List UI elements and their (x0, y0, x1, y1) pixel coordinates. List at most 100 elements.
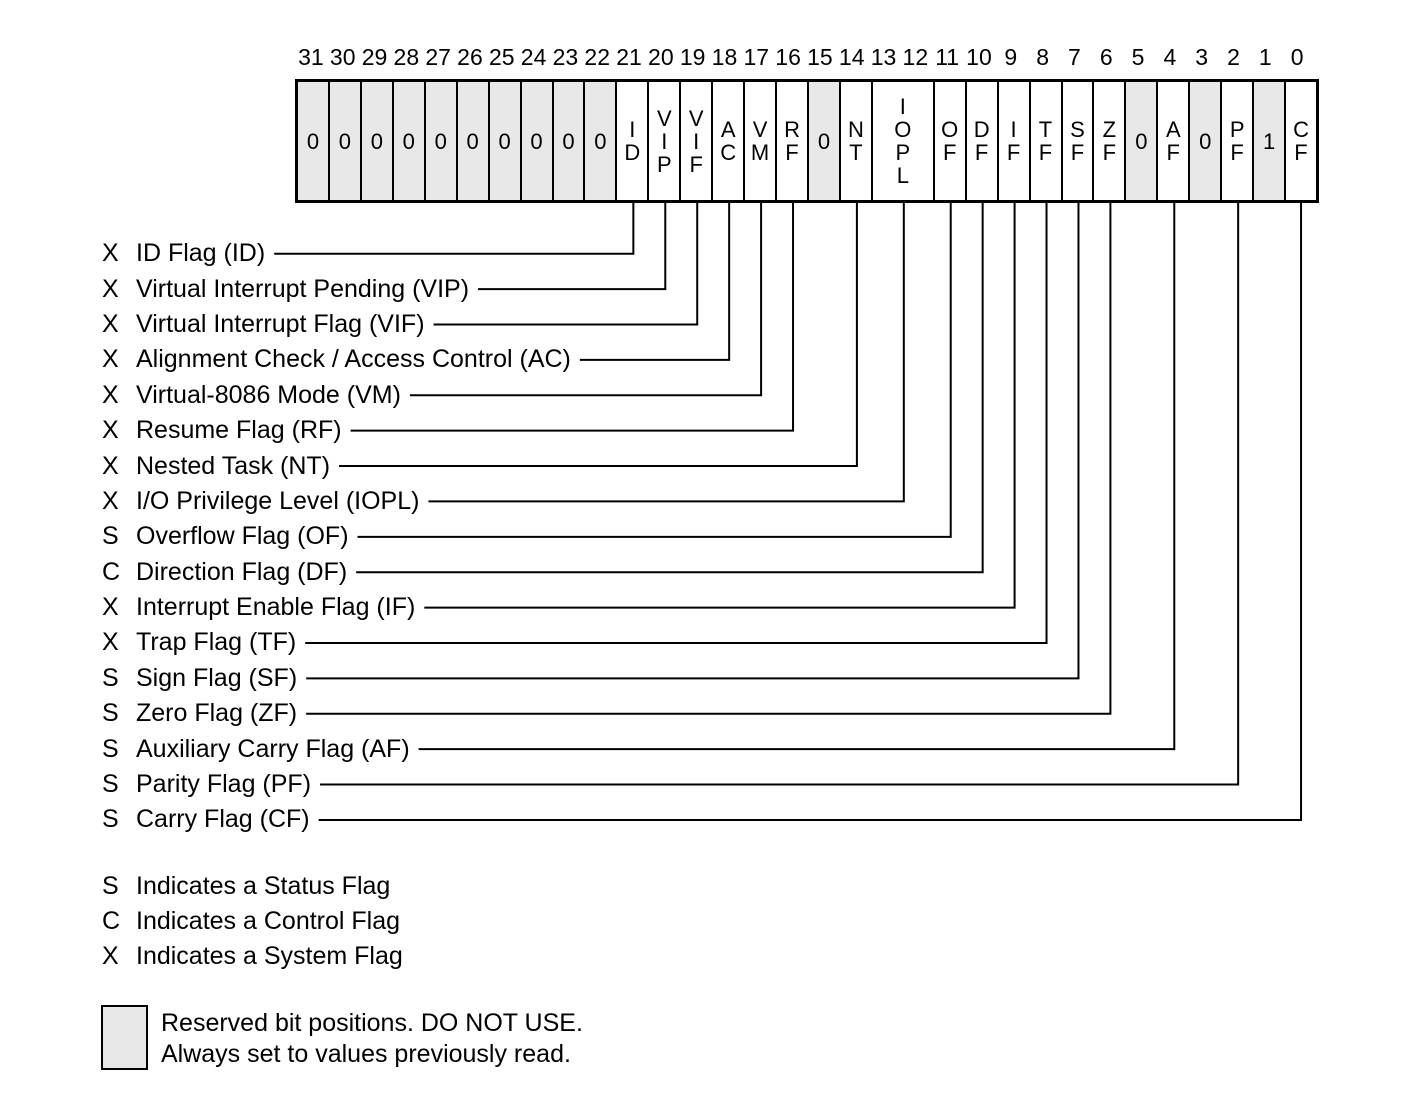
flag-type-letter: X (102, 380, 119, 409)
bit-number-19: 19 (679, 44, 706, 70)
bit-number-23: 23 (552, 44, 579, 70)
bit-number-24: 24 (520, 44, 547, 70)
bit-number-7: 7 (1068, 44, 1081, 70)
register-cell-bit29: 0 (361, 82, 394, 200)
flag-label-text: Parity Flag (PF) (136, 770, 312, 799)
flag-label-VIF: X Virtual Interrupt Flag (VIF) (102, 307, 571, 342)
flag-label-text: Resume Flag (RF) (136, 416, 342, 445)
register-cell-bit3: 0 (1190, 82, 1223, 200)
flag-label-ID: X ID Flag (ID) (102, 236, 571, 271)
bit-number-10: 10 (966, 44, 992, 70)
flag-type-letter: X (102, 593, 119, 622)
flag-label-text: Nested Task (NT) (136, 451, 331, 480)
bit-number-4: 4 (1163, 44, 1177, 70)
bit-number-29: 29 (361, 44, 388, 70)
flag-type-letter: X (102, 942, 119, 970)
flag-label-text: Zero Flag (ZF) (136, 699, 298, 728)
flag-type-letter: S (102, 734, 119, 763)
bit-number-21: 21 (616, 44, 642, 70)
flag-label-text: Virtual Interrupt Pending (VIP) (136, 274, 470, 303)
bit-number-22: 22 (584, 44, 611, 70)
bit-number-20: 20 (648, 44, 674, 70)
flag-label-text: Indicates a System Flag (136, 942, 403, 970)
flag-label-text: ID Flag (ID) (136, 239, 266, 268)
flag-label-text: Virtual-8086 Mode (VM) (136, 380, 401, 409)
flag-label-text: Direction Flag (DF) (136, 557, 348, 586)
flag-label-text: Indicates a Status Flag (136, 872, 391, 900)
reserved-note-line1: Reserved bit positions. DO NOT USE. (161, 1009, 583, 1037)
flag-label-text: Sign Flag (SF) (136, 663, 298, 692)
bit-number-28: 28 (393, 44, 420, 70)
bit-number-6: 6 (1099, 44, 1113, 70)
bit-number-2: 2 (1227, 44, 1240, 70)
flag-type-letter: S (102, 770, 119, 799)
register-cell-bit23: 0 (553, 82, 586, 200)
flag-label-VM: X Virtual-8086 Mode (VM) (102, 378, 571, 413)
flag-label-VIP: X Virtual Interrupt Pending (VIP) (102, 271, 571, 306)
flag-label-text: Interrupt Enable Flag (IF) (136, 593, 416, 622)
legend-item-S: S Indicates a Status Flag (102, 869, 403, 904)
register-cell-bit5: 0 (1126, 82, 1159, 200)
register-cell-bit24: 0 (521, 82, 554, 200)
bit-number-16: 16 (775, 44, 801, 70)
register-cell-bit15: 0 (809, 82, 841, 200)
bit-number-1: 1 (1258, 44, 1272, 70)
bit-number-14: 14 (838, 44, 865, 70)
flag-label-NT: X Nested Task (NT) (102, 448, 571, 483)
bit-number-18: 18 (711, 44, 738, 70)
bit-number-27: 27 (425, 44, 451, 70)
bit-number-12: 12 (902, 44, 929, 70)
flag-label-RF: X Resume Flag (RF) (102, 413, 571, 448)
flag-type-letter: S (102, 699, 119, 728)
flag-type-letter: X (102, 274, 119, 303)
flag-label-PF: S Parity Flag (PF) (102, 767, 571, 802)
flag-label-IF: X Interrupt Enable Flag (IF) (102, 590, 571, 625)
flag-type-letter: C (102, 907, 121, 935)
connector-AC (579, 202, 731, 361)
flag-type-letter: X (102, 628, 119, 657)
flag-label-text: Indicates a Control Flag (136, 907, 401, 935)
bit-number-17: 17 (743, 44, 770, 70)
bit-number-3: 3 (1195, 44, 1209, 70)
bit-number-26: 26 (457, 44, 483, 70)
flag-label-OF: S Overflow Flag (OF) (102, 519, 571, 554)
flag-type-letter: S (102, 872, 119, 900)
flag-label-text: Virtual Interrupt Flag (VIF) (136, 309, 425, 338)
flag-type-letter: X (102, 451, 119, 480)
register-cell-bit28: 0 (393, 82, 426, 200)
flag-label-list: X ID Flag (ID) X Virtual Interrupt Pending … (102, 236, 571, 838)
flag-type-letter: X (102, 309, 119, 338)
flag-type-letter: S (102, 805, 119, 834)
flag-type-letter: S (102, 522, 119, 551)
flag-type-letter: X (102, 239, 119, 268)
flag-type-letter: X (102, 416, 119, 445)
flag-label-text: Overflow Flag (OF) (136, 522, 349, 551)
bit-number-31: 31 (298, 44, 324, 70)
bit-number-0: 0 (1290, 44, 1304, 70)
flag-label-ZF: S Zero Flag (ZF) (102, 696, 571, 731)
register-cell-bit27: 0 (425, 82, 458, 200)
register-cell-bit31: 0 (298, 82, 330, 200)
flag-label-text: Auxiliary Carry Flag (AF) (136, 734, 410, 763)
bit-number-13: 13 (870, 44, 897, 70)
